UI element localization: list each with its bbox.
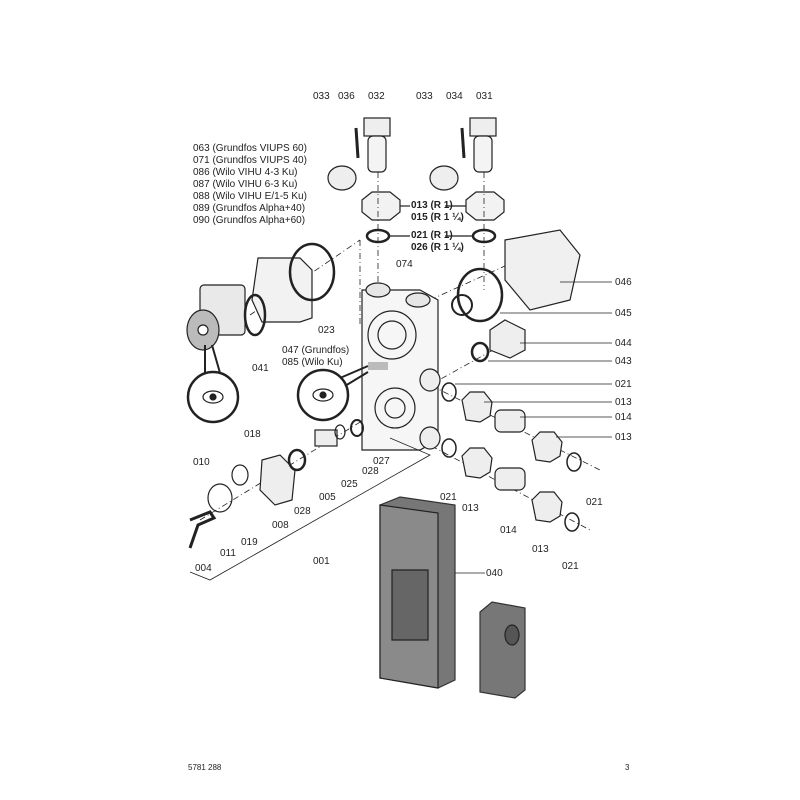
part-label: 046 [615, 277, 632, 288]
part-label: 001 [313, 556, 330, 567]
part-label: 034 [446, 91, 463, 102]
part-label: 013 [532, 544, 549, 555]
nut-right [465, 191, 505, 221]
part-label: 033 [313, 91, 330, 102]
part-label: 033 [416, 91, 433, 102]
part-label: 089 (Grundfos Alpha+40) [193, 203, 306, 214]
part-label: 040 [486, 568, 503, 579]
pump [186, 242, 336, 351]
part-label: 025 [341, 479, 358, 490]
part-label: 021 [615, 379, 632, 390]
part-label: 036 [338, 91, 355, 102]
part-label: 010 [193, 457, 210, 468]
part-label: 088 (Wilo VIHU E/1-5 Ku) [193, 191, 307, 202]
part-label: 028 [362, 466, 379, 477]
ball-valve-left [327, 117, 391, 191]
part-label: 032 [368, 91, 385, 102]
insulation-block [479, 601, 526, 699]
ball-valve-right [429, 117, 497, 191]
page-number: 3 [625, 763, 630, 772]
part-label: 085 (Wilo Ku) [282, 357, 343, 368]
part-label: 041 [252, 363, 269, 374]
part-label: 021 (R 1) [411, 230, 453, 241]
part-label: 013 [615, 432, 632, 443]
part-label: 021 [562, 561, 579, 572]
part-label: 013 (R 1) [411, 200, 453, 211]
part-label: 047 (Grundfos) [282, 345, 350, 356]
part-label: 021 [440, 492, 457, 503]
part-label: 005 [319, 492, 336, 503]
part-label: 043 [615, 356, 632, 367]
insulation-shell-040 [379, 496, 485, 689]
document-number: 5781 288 [188, 763, 222, 772]
part-label: 028 [294, 506, 311, 517]
part-label: 014 [615, 412, 632, 423]
part-label: 013 [615, 397, 632, 408]
part-label: 014 [500, 525, 517, 536]
part-label: 063 (Grundfos VIUPS 60) [193, 143, 307, 154]
part-label: 004 [195, 563, 212, 574]
part-label: 013 [462, 503, 479, 514]
eye-icon-left [186, 344, 240, 424]
part-label: 019 [241, 537, 258, 548]
cover-046 [504, 229, 581, 311]
part-label: 008 [272, 520, 289, 531]
part-label: 026 (R 1 ¼) [411, 242, 464, 253]
part-label: 031 [476, 91, 493, 102]
nut-left [361, 191, 401, 221]
part-label: 074 [396, 259, 413, 270]
part-label: 018 [244, 429, 261, 440]
part-label: 044 [615, 338, 632, 349]
part-label: 090 (Grundfos Alpha+60) [193, 215, 306, 226]
part-label: 027 [373, 456, 390, 467]
part-label: 087 (Wilo VIHU 6-3 Ku) [193, 179, 298, 190]
eye-icon-center [296, 365, 369, 422]
part-label: 045 [615, 308, 632, 319]
part-label: 023 [318, 325, 335, 336]
part-label: 011 [220, 548, 236, 559]
part-label: 021 [586, 497, 603, 508]
part-label: 086 (Wilo VIHU 4-3 Ku) [193, 167, 298, 178]
part-label: 071 (Grundfos VIUPS 40) [193, 155, 307, 166]
part-label: 015 (R 1 ¼) [411, 212, 464, 223]
manifold-body [361, 282, 441, 451]
